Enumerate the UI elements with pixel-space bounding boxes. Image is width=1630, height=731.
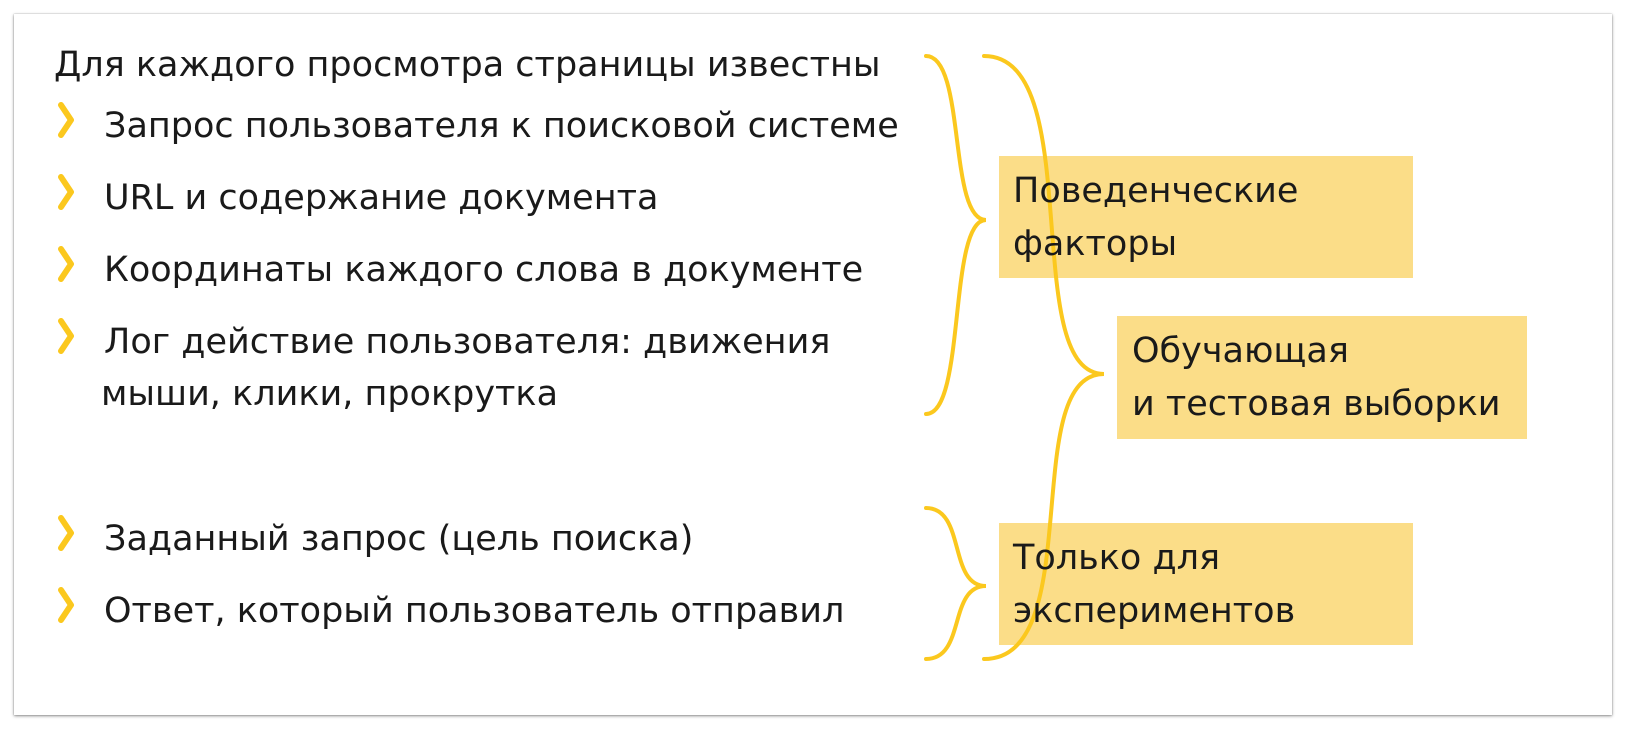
list-item: Заданный запрос (цель поиска) — [54, 513, 934, 565]
list-item: Ответ, который пользователь отправил — [54, 585, 934, 637]
chevron-right-icon — [58, 318, 74, 354]
chevron-right-icon — [58, 174, 74, 210]
behavioral-factors-label-1: Поведенческие — [1013, 171, 1299, 211]
list-item: Лог действие пользователя: движения мыши… — [54, 316, 934, 420]
behavioral-factors-label-2: факторы — [1013, 224, 1178, 264]
intro-heading: Для каждого просмотра страницы известны — [54, 45, 881, 85]
item-text: Заданный запрос (цель поиска) — [104, 519, 694, 559]
chevron-right-icon — [58, 587, 74, 623]
training-test-label-1: Обучающая — [1132, 331, 1349, 371]
list-item: URL и содержание документа — [54, 172, 934, 224]
chevron-right-icon — [58, 246, 74, 282]
experiments-label-2: экспериментов — [1013, 591, 1296, 631]
training-test-label-2: и тестовая выборки — [1132, 384, 1501, 424]
item-text: Запрос пользователя к поисковой системе — [104, 106, 899, 146]
experiments-label-1: Только для — [1013, 538, 1221, 578]
item-text: URL и содержание документа — [104, 178, 659, 218]
bottom-brace — [924, 506, 987, 661]
item-text: Ответ, который пользователь отправил — [104, 591, 845, 631]
list-item: Координаты каждого слова в документе — [54, 244, 934, 296]
list-item: Запрос пользователя к поисковой системе — [54, 100, 934, 152]
item-text: Координаты каждого слова в документе — [104, 250, 864, 290]
item-text-continuation: мыши, клики, прокрутка — [101, 374, 559, 414]
top-brace — [924, 54, 987, 416]
training-test-box — [1117, 316, 1527, 439]
item-text: Лог действие пользователя: движения — [104, 322, 831, 362]
chevron-right-icon — [58, 102, 74, 138]
slide: Поведенческие факторы Обучающая и тестов… — [14, 14, 1612, 715]
chevron-right-icon — [58, 515, 74, 551]
